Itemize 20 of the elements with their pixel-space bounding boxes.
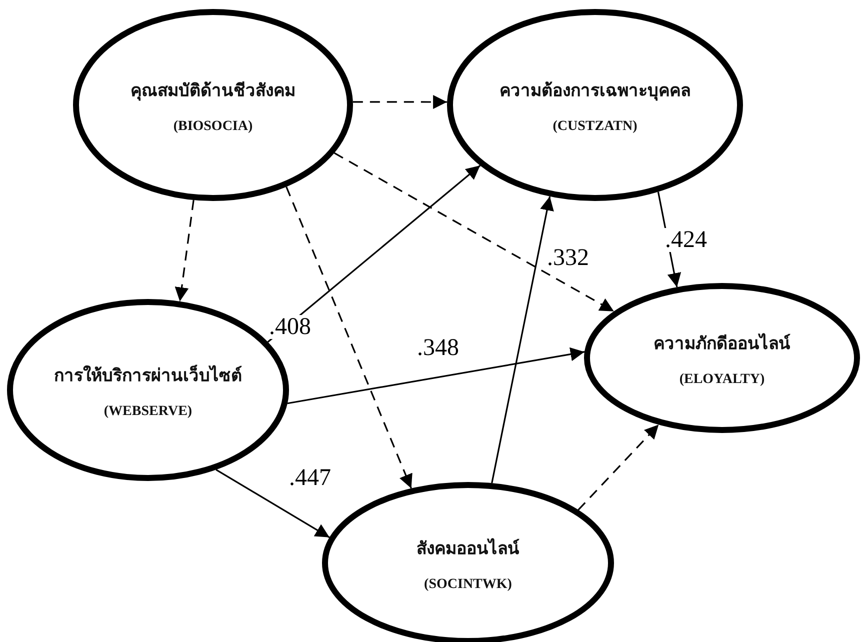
construct-name: ความภักดีออนไลน์: [654, 332, 790, 354]
arrow: [352, 95, 448, 109]
construct-name: การให้บริการผ่านเว็บไซต์: [54, 364, 242, 386]
construct-code: (WEBSERVE): [104, 404, 192, 420]
arrow: [491, 196, 554, 484]
edge-label: .424: [664, 228, 708, 252]
arrow: [287, 347, 585, 404]
construct-name: สังคมออนไลน์: [416, 537, 520, 560]
arrow: [334, 152, 614, 312]
construct-code: (ELOYALTY): [679, 372, 765, 388]
arrow: [286, 186, 412, 489]
arrow: [578, 424, 660, 510]
construct-code: (BIOSOCIA): [173, 118, 253, 134]
arrow: [216, 469, 330, 538]
edge-label: .408: [268, 315, 312, 339]
construct-code: (CUSTZATN): [552, 118, 638, 134]
construct-name: ความต้องการเฉพาะบุคคล: [500, 80, 690, 102]
construct-code: (SOCINTWK): [424, 576, 512, 592]
construct-name: คุณสมบัติด้านชีวสังคม: [130, 80, 296, 102]
arrow: [174, 200, 194, 302]
